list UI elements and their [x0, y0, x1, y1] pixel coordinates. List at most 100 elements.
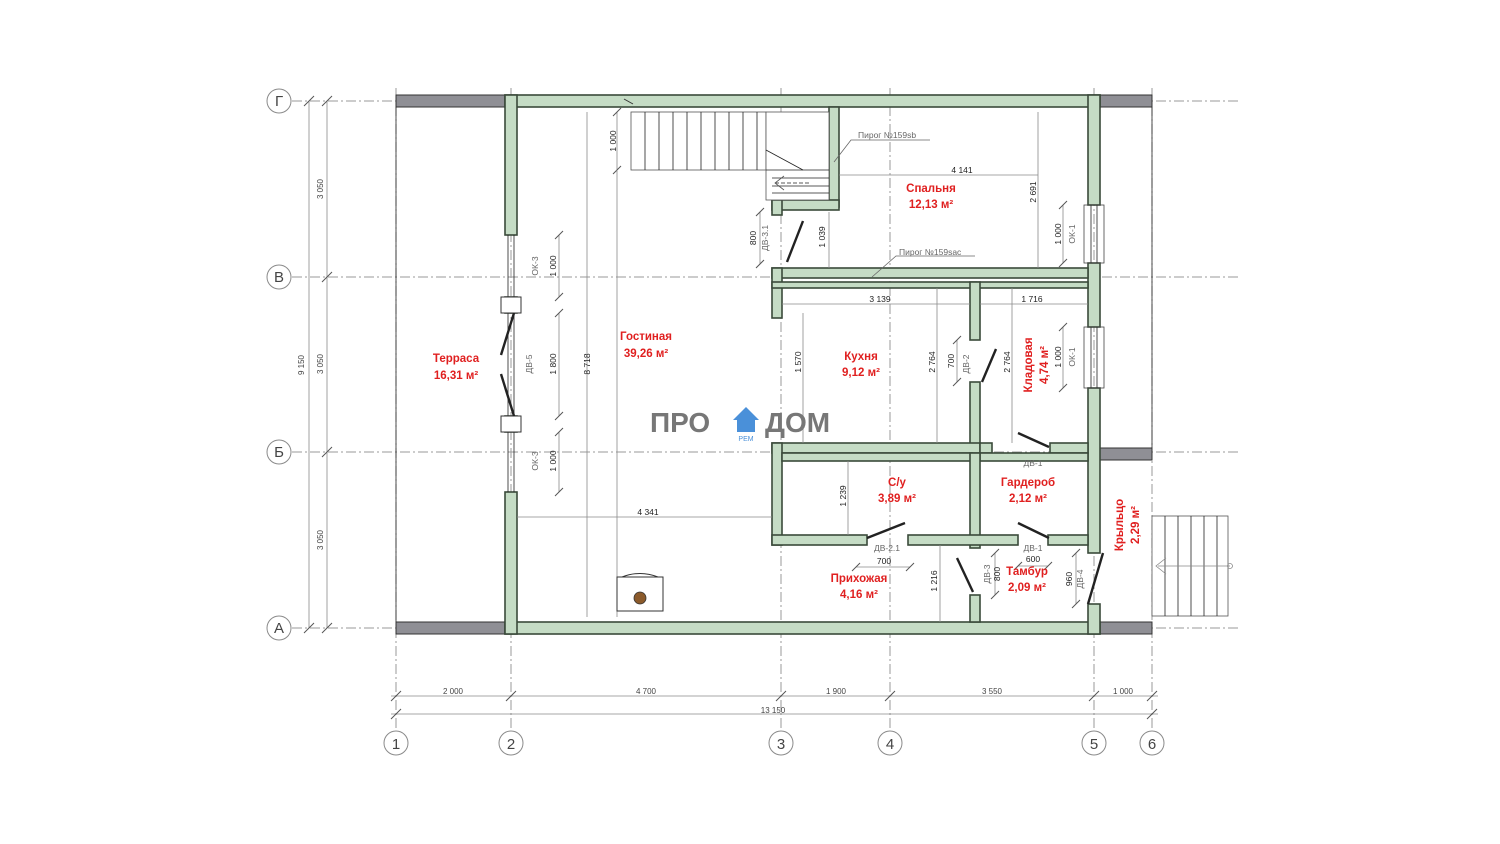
tag-dv5: ДВ-5 [524, 354, 534, 373]
axis-label-3: 3 [777, 736, 785, 753]
room-pantry-area: 4,74 м² [1039, 346, 1051, 384]
window-ok1-bedroom [1083, 204, 1105, 264]
dim-left-part-2: 3 050 [316, 353, 325, 374]
dim-8718: 8 718 [582, 353, 592, 375]
dim-1716: 1 716 [1021, 294, 1043, 304]
porch-steps [1151, 515, 1233, 617]
door-dv5-bottom [499, 373, 516, 417]
wall-left-1 [504, 94, 518, 236]
staircase [630, 111, 830, 201]
dim-1570: 1 570 [793, 351, 803, 373]
wall-right-3 [1087, 387, 1101, 554]
dim-2691: 2 691 [1028, 181, 1038, 203]
dim-3139: 3 139 [869, 294, 891, 304]
tag-ok3-bottom: ОК-3 [530, 451, 540, 470]
room-terrace-area: 16,31 м² [434, 370, 478, 382]
tag-dv3: ДВ-3 [982, 564, 992, 583]
wall-kitchen-pantry-1 [969, 281, 981, 341]
wall-kitchen-left-top [771, 267, 783, 319]
tag-dv1-wardrobe: ДВ-1 [1024, 543, 1043, 553]
room-porch-name: Крыльцо [1114, 499, 1126, 551]
wall-pantry-bottom-nib [979, 442, 993, 454]
window-dv5-bottom [500, 415, 522, 433]
door-dv5-top [499, 312, 516, 356]
porch-mid-slab [1099, 447, 1153, 461]
dim-left-part-1: 3 050 [316, 178, 325, 199]
tag-dv31: ДВ-3.1 [760, 225, 770, 251]
wall-pantry-ceiling [978, 281, 1089, 289]
fireplace-icon [616, 573, 664, 612]
room-hall-name: Прихожая [831, 573, 888, 585]
dim-stair-1000: 1 000 [608, 130, 618, 152]
room-wardrobe-area: 2,12 м² [1009, 493, 1047, 505]
axis-label-a: А [274, 620, 284, 637]
wall-top [504, 94, 1101, 108]
door-dv31 [785, 220, 805, 263]
tag-ok1-bedroom: ОК-1 [1067, 224, 1077, 243]
wall-right-2 [1087, 262, 1101, 328]
wall-bath-wardrobe [969, 452, 981, 549]
room-kitchen-area: 9,12 м² [842, 367, 880, 379]
door-dv3 [955, 557, 975, 593]
room-porch-area: 2,29 м² [1130, 506, 1142, 544]
window-dv5-top [500, 296, 522, 314]
porch-bottom-slab [1099, 621, 1153, 635]
dim-4341: 4 341 [637, 507, 659, 517]
dim-bottom-3: 1 900 [826, 687, 847, 696]
dim-bottom-4: 3 550 [982, 687, 1003, 696]
wall-right-4 [1087, 603, 1101, 635]
logo-house-icon [733, 407, 759, 432]
window-ok1-pantry [1083, 326, 1105, 389]
logo-left-text: ПРО [650, 407, 710, 438]
room-living-name: Гостиная [620, 331, 672, 343]
wall-kitchen-ceiling [771, 281, 978, 289]
wall-bottom [504, 621, 1101, 635]
room-bath-name: С/у [888, 477, 907, 489]
dim-ok3a-1000: 1 000 [548, 255, 558, 277]
dim-800a: 800 [748, 231, 758, 245]
terrace-slabs [395, 94, 1153, 635]
terrace-top-slab [395, 94, 506, 108]
logo-sub-text: РЕМ [738, 436, 753, 443]
tag-ok3-top: ОК-3 [530, 256, 540, 275]
tag-dv21: ДВ-2.1 [874, 543, 900, 553]
axis-bubbles-rows: Г В Б А [266, 88, 292, 641]
wall-bath-bottom-2 [907, 534, 1019, 546]
door-dv1-pantry [1017, 431, 1050, 449]
interior-dimension-texts: 1 000 4 141 2 691 1 039 800 1 000 3 139 … [548, 130, 1074, 592]
wall-bath-left [771, 442, 783, 546]
door-dv4 [1086, 552, 1105, 605]
element-tags: Пирог №159sb Пирог №159sac ОК-1 ОК-1 ОК-… [524, 130, 1085, 588]
wall-wardrobe-bottom [1047, 534, 1089, 546]
room-labels: Терраса 16,31 м² Гостиная 39,26 м² Спаль… [433, 183, 1142, 601]
windows [500, 204, 1105, 433]
brand-logo: ПРО РЕМ ДОМ [650, 407, 830, 443]
wall-kitchen-bottom [771, 442, 981, 454]
dim-ok1b-1000: 1 000 [1053, 346, 1063, 368]
room-vestibule-area: 2,09 м² [1008, 582, 1046, 594]
room-wardrobe-name: Гардероб [1001, 477, 1055, 489]
dim-1239: 1 239 [838, 485, 848, 507]
axis-bubbles-cols: 1 2 3 4 5 6 [383, 730, 1165, 756]
tag-pirog-159sac: Пирог №159sac [899, 247, 962, 257]
left-dimensions: 9 150 3 050 3 050 3 050 [297, 95, 333, 634]
dim-ok3b-1000: 1 000 [548, 450, 558, 472]
dim-4141: 4 141 [951, 165, 973, 175]
room-terrace-name: Терраса [433, 353, 480, 365]
axis-label-4: 4 [886, 736, 894, 753]
axis-label-5: 5 [1090, 736, 1098, 753]
dim-left-part-3: 3 050 [316, 529, 325, 550]
room-bedroom-name: Спальня [906, 183, 956, 195]
axis-label-6: 6 [1148, 736, 1156, 753]
room-pantry-name: Кладовая [1023, 337, 1035, 392]
room-bath-area: 3,89 м² [878, 493, 916, 505]
door-dv21 [866, 521, 906, 540]
wall-bedroom-nib-end [771, 199, 783, 216]
wall-right-1 [1087, 94, 1101, 206]
wall-bath-bottom-1 [771, 534, 868, 546]
tag-dv2: ДВ-2 [961, 354, 971, 373]
axis-label-1: 1 [392, 736, 400, 753]
room-kitchen-name: Кухня [844, 351, 878, 363]
dim-700b: 700 [877, 556, 891, 566]
